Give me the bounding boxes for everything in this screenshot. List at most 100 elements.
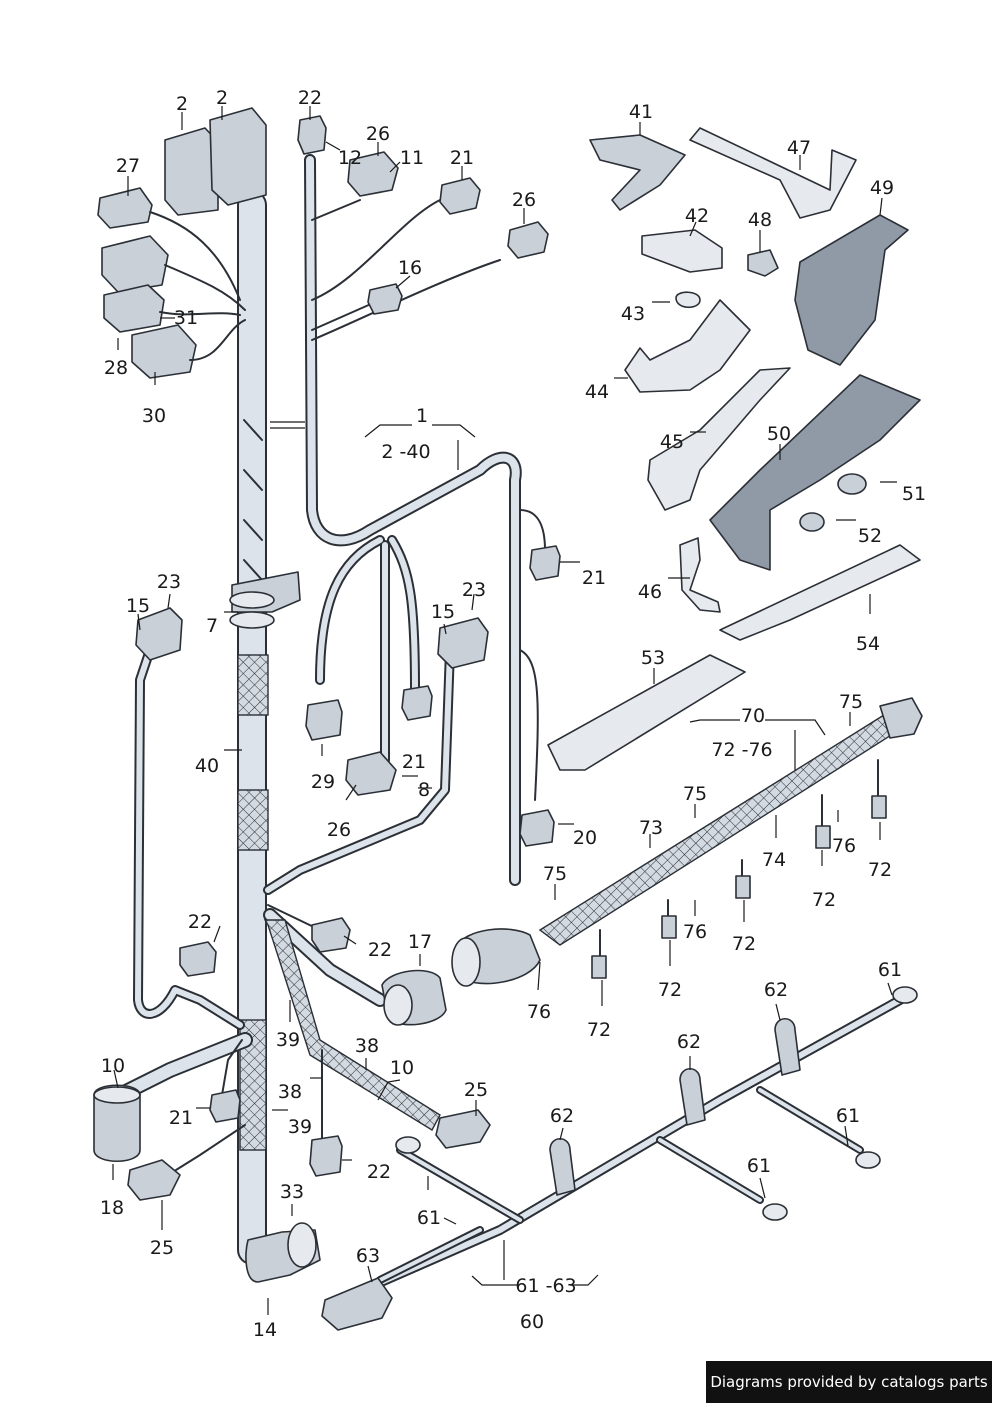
callout-26: 26 — [327, 819, 351, 841]
connector-72-a — [591, 955, 607, 979]
clip-43 — [675, 291, 701, 309]
callout-76: 76 — [527, 1001, 551, 1023]
callout-25: 25 — [464, 1079, 488, 1101]
callout-15: 15 — [126, 595, 150, 617]
callout-76: 76 — [683, 921, 707, 943]
connector-75-right — [879, 697, 923, 739]
callout-63: 63 — [356, 1245, 380, 1267]
connector-72-c — [735, 875, 751, 899]
callout-46: 46 — [638, 581, 662, 603]
callout-21: 21 — [169, 1107, 193, 1129]
connector-2-right — [209, 107, 267, 206]
connector-25-lower — [127, 1159, 181, 1201]
connector-20 — [519, 809, 555, 847]
callout-72: 72 — [658, 979, 682, 1001]
footer-credit: Diagrams provided by catalogs parts — [706, 1361, 992, 1403]
callout-26: 26 — [366, 123, 390, 145]
callout-8: 8 — [418, 779, 430, 801]
callout-61: 61 — [836, 1105, 860, 1127]
callout-76: 76 — [832, 835, 856, 857]
callout-62: 62 — [550, 1105, 574, 1127]
callout-72: 72 — [587, 1019, 611, 1041]
callout-70: 70 — [741, 705, 765, 727]
callout-54: 54 — [856, 633, 880, 655]
callout-27: 27 — [116, 155, 140, 177]
connector-25-right — [435, 1109, 491, 1149]
callout-39: 39 — [288, 1116, 312, 1138]
callout-16: 16 — [398, 257, 422, 279]
callout-74: 74 — [762, 849, 786, 871]
clip-51 — [837, 473, 867, 495]
injector-harness-70 — [451, 697, 923, 987]
callout-75: 75 — [683, 783, 707, 805]
callout-33: 33 — [280, 1181, 304, 1203]
callout-61: 61 — [747, 1155, 771, 1177]
main-harness — [93, 107, 491, 1283]
callout-40: 40 — [195, 755, 219, 777]
callout-11: 11 — [400, 147, 424, 169]
connector-30 — [131, 324, 197, 379]
callout-22: 22 — [188, 911, 212, 933]
heat-shield-50 — [709, 374, 921, 571]
connector-72-b — [661, 915, 677, 939]
callout-61: 61 — [417, 1207, 441, 1229]
callout-52: 52 — [858, 525, 882, 547]
connector-21-mid — [401, 685, 433, 721]
sensor-61-b — [855, 1151, 881, 1169]
connector-22-top — [297, 115, 327, 155]
leader-lines — [112, 106, 897, 1315]
callout-72: 72 — [812, 889, 836, 911]
cover-54 — [719, 544, 921, 641]
connector-22-left — [179, 941, 217, 977]
callout-21: 21 — [402, 751, 426, 773]
callout-22: 22 — [298, 87, 322, 109]
connector-21-right — [529, 545, 561, 581]
connector-21-top — [439, 177, 481, 215]
callout-62: 62 — [677, 1031, 701, 1053]
callout-48: 48 — [748, 209, 772, 231]
callout-labels: 2 2 22 26 12 11 21 27 26 16 31 28 30 1 2… — [100, 87, 926, 1341]
callout-25: 25 — [150, 1237, 174, 1259]
callout-61: 61 — [878, 959, 902, 981]
bracket-46 — [679, 537, 721, 613]
callout-2: 2 — [176, 93, 188, 115]
callout-72-76: 72 -76 — [711, 739, 772, 761]
bracket-44 — [624, 299, 751, 393]
connector-2-left — [164, 127, 219, 216]
connector-27 — [97, 187, 153, 229]
bracket-group — [547, 127, 921, 771]
clip-48 — [747, 249, 779, 277]
callout-2: 2 — [216, 87, 228, 109]
heat-shield-49 — [794, 214, 909, 366]
callout-72: 72 — [732, 933, 756, 955]
upper-harness — [263, 115, 561, 895]
callout-60: 60 — [520, 1311, 544, 1333]
connector-15-left — [135, 607, 183, 661]
sensor-61-d — [395, 1136, 421, 1154]
connector-18 — [93, 1084, 141, 1162]
tray-53 — [547, 654, 746, 771]
callout-1: 1 — [416, 405, 428, 427]
callout-44: 44 — [585, 381, 609, 403]
sensor-61-c — [762, 1203, 788, 1221]
connector-28 — [103, 284, 165, 333]
callout-26: 26 — [512, 189, 536, 211]
callout-73: 73 — [639, 817, 663, 839]
clip-62-a — [774, 1017, 801, 1076]
connector-26-lower — [345, 751, 397, 796]
callout-43: 43 — [621, 303, 645, 325]
callout-21: 21 — [450, 147, 474, 169]
clip-62-c — [549, 1137, 576, 1196]
connector-21-lower — [209, 1089, 241, 1123]
callout-41: 41 — [629, 101, 653, 123]
sensor-61-a — [892, 986, 918, 1004]
callout-7: 7 — [206, 615, 218, 637]
connector-26-top — [347, 151, 399, 197]
callout-12: 12 — [338, 147, 362, 169]
callout-21: 21 — [582, 567, 606, 589]
bracket-42 — [641, 229, 723, 273]
callout-50: 50 — [767, 423, 791, 445]
callout-31: 31 — [174, 307, 198, 329]
callout-62: 62 — [764, 979, 788, 1001]
callout-17: 17 — [408, 931, 432, 953]
